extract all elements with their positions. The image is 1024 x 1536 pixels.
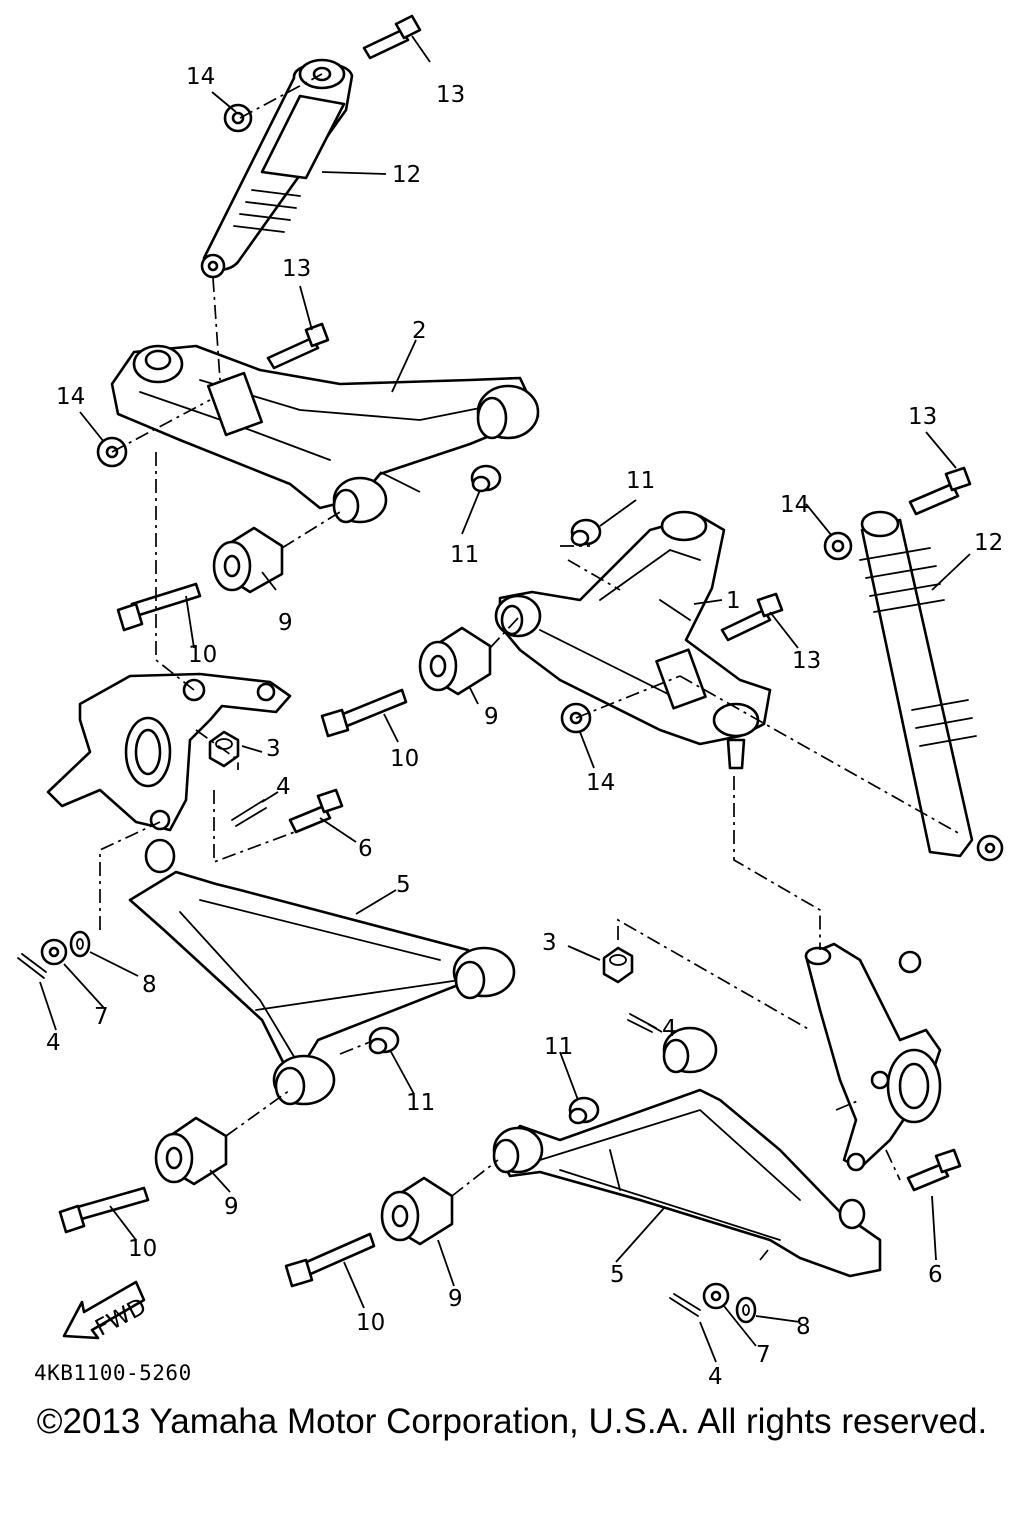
callout-7-b: 7 (756, 1342, 771, 1368)
callout-numbers: 14 13 12 13 2 14 11 9 10 11 13 14 12 1 1… (46, 64, 1003, 1390)
bolt-13-arm-2 (266, 322, 330, 370)
callout-11-c: 11 (406, 1090, 435, 1116)
callout-4-d: 4 (708, 1364, 723, 1390)
washer-8-left (69, 930, 91, 958)
knuckle-left (46, 672, 292, 832)
assembly-lines (99, 73, 961, 1261)
washer-8-right (735, 1296, 757, 1324)
callout-11-d: 11 (544, 1034, 573, 1060)
callout-13-b: 13 (282, 256, 311, 282)
bolt-6-left (288, 788, 344, 834)
callout-2: 2 (412, 318, 427, 344)
callout-3-a: 3 (266, 736, 281, 762)
cotter-pin-4-lower-left (17, 953, 47, 979)
callout-11-b: 11 (626, 468, 655, 494)
callout-10-a: 10 (188, 642, 217, 668)
bolt-10-c (58, 1186, 150, 1234)
copyright-notice: ©2013 Yamaha Motor Corporation, U.S.A. A… (36, 1402, 988, 1441)
nut-7-right (702, 1282, 730, 1310)
forward-direction-arrow: FWD (62, 1280, 151, 1342)
bolt-10-b (320, 688, 408, 738)
callout-10-d: 10 (356, 1310, 385, 1336)
lower-arm-right (492, 1026, 882, 1278)
callout-9-c: 9 (224, 1194, 239, 1220)
callout-12-a: 12 (392, 162, 421, 188)
bolt-10-d (284, 1232, 376, 1288)
callout-5-b: 5 (610, 1262, 625, 1288)
shock-absorber-right (859, 510, 1004, 862)
callout-6-b: 6 (928, 1262, 943, 1288)
cotter-pin-4-lower-right (669, 1293, 701, 1317)
bushing-9-b (418, 626, 492, 696)
callout-13-a: 13 (436, 82, 465, 108)
nut-3-right (602, 946, 634, 984)
callout-9-b: 9 (484, 704, 499, 730)
callout-13-c: 13 (908, 404, 937, 430)
bushing-9-d (380, 1176, 454, 1246)
collar-11-arm-2 (470, 464, 502, 493)
callout-14-d: 14 (586, 770, 615, 796)
collar-11-arm-1 (570, 518, 602, 547)
callout-12-b: 12 (974, 530, 1003, 556)
callout-4-c: 4 (662, 1016, 677, 1042)
shock-absorber-upper-left (200, 58, 354, 279)
callout-7-a: 7 (94, 1004, 109, 1030)
collar-11-right-lower (568, 1096, 600, 1125)
leader-lines (39, 35, 971, 1363)
callout-13-d: 13 (792, 648, 821, 674)
upper-arm-left (110, 344, 540, 524)
knuckle-right (804, 942, 942, 1172)
callout-9-a: 9 (278, 610, 293, 636)
nut-7-left (40, 938, 68, 966)
callout-6-a: 6 (358, 836, 373, 862)
bolt-13-arm-1 (720, 592, 784, 642)
callout-3-b: 3 (542, 930, 557, 956)
callout-14-c: 14 (780, 492, 809, 518)
bolt-10-a (116, 582, 202, 632)
cotter-pin-4-right (627, 1013, 657, 1033)
callout-9-d: 9 (448, 1286, 463, 1312)
bolt-13-upper (362, 14, 422, 60)
callout-4-a: 4 (276, 774, 291, 800)
lower-arm-left (128, 838, 516, 1106)
upper-arm-right (494, 510, 772, 770)
bushing-9-a (212, 526, 284, 594)
callout-8-a: 8 (142, 972, 157, 998)
bolt-13-right (908, 466, 972, 516)
callout-14-b: 14 (56, 384, 85, 410)
diagram-part-number: 4KB1100-5260 (34, 1361, 192, 1385)
callout-4-b: 4 (46, 1030, 61, 1056)
callout-10-c: 10 (128, 1236, 157, 1262)
callout-10-b: 10 (390, 746, 419, 772)
callout-8-b: 8 (796, 1314, 811, 1340)
callout-11-a: 11 (450, 542, 479, 568)
bolt-6-right (906, 1148, 962, 1192)
collar-11-left-lower (368, 1026, 400, 1055)
nut-14-upper (223, 103, 253, 133)
callout-14-a: 14 (186, 64, 215, 90)
callout-1: 1 (726, 588, 741, 614)
nut-14-right (823, 531, 853, 561)
callout-5-a: 5 (396, 872, 411, 898)
bushing-9-c (154, 1116, 228, 1186)
cotter-pin-4-left (231, 799, 267, 827)
